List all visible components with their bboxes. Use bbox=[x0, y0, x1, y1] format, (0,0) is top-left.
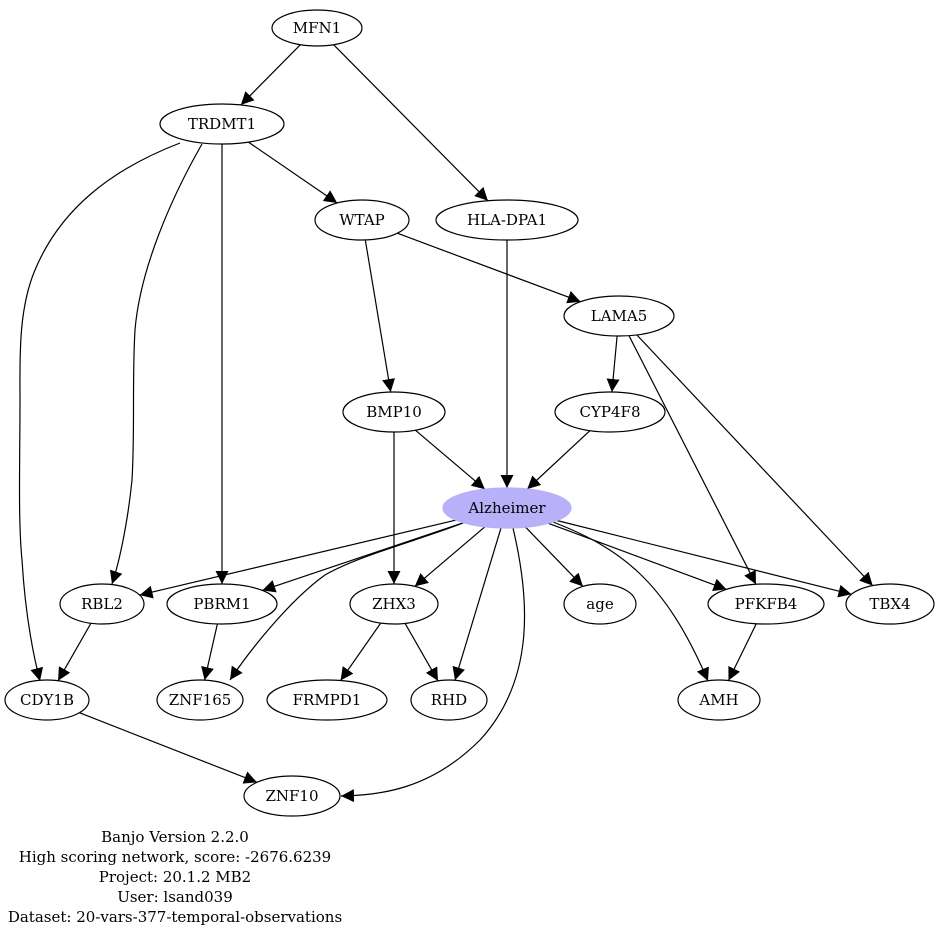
node-alzheimer: Alzheimer bbox=[442, 487, 572, 529]
node-ellipse bbox=[166, 583, 278, 625]
edge-alzheimer-to-amh bbox=[552, 521, 709, 682]
node-tbx4: TBX4 bbox=[845, 583, 935, 625]
node-label: age bbox=[586, 595, 614, 613]
node-trdmt1: TRDMT1 bbox=[159, 103, 285, 145]
node-znf10: ZNF10 bbox=[243, 775, 341, 817]
node-label: CYP4F8 bbox=[580, 403, 641, 421]
edge-alzheimer-to-age bbox=[525, 526, 584, 587]
node-ellipse bbox=[677, 679, 761, 721]
node-label: HLA-DPA1 bbox=[467, 211, 547, 229]
edge-zhx3-to-frmpd1 bbox=[340, 622, 382, 681]
edge-alzheimer-to-znf10 bbox=[340, 527, 526, 803]
caption-line: Banjo Version 2.2.0 bbox=[101, 828, 249, 846]
edge-lama5-to-tbx4 bbox=[636, 334, 874, 587]
edge-alzheimer-to-pbrm1 bbox=[262, 522, 464, 593]
edge-cyp4f8-to-alzheimer bbox=[526, 430, 591, 490]
edge-alzheimer-to-rbl2 bbox=[139, 519, 457, 599]
node-label: BMP10 bbox=[366, 403, 422, 421]
node-label: PBRM1 bbox=[193, 595, 250, 613]
node-ellipse bbox=[342, 391, 446, 433]
node-ellipse bbox=[554, 391, 666, 433]
edge-pfkfb4-to-amh bbox=[727, 623, 757, 681]
node-pfkfb4: PFKFB4 bbox=[707, 583, 825, 625]
node-rbl2: RBL2 bbox=[59, 583, 145, 625]
node-label: LAMA5 bbox=[591, 307, 648, 325]
node-label: WTAP bbox=[339, 211, 385, 229]
node-ellipse bbox=[59, 583, 145, 625]
node-label: MFN1 bbox=[293, 19, 341, 37]
caption: Banjo Version 2.2.0 High scoring network… bbox=[8, 828, 342, 926]
node-ellipse bbox=[435, 199, 579, 241]
node-age: age bbox=[563, 583, 637, 625]
node-hla-dpa1: HLA-DPA1 bbox=[435, 199, 579, 241]
node-label: RBL2 bbox=[81, 595, 123, 613]
edge-alzheimer-to-pfkfb4 bbox=[548, 522, 727, 591]
node-ellipse bbox=[266, 679, 388, 721]
node-label: CDY1B bbox=[20, 691, 74, 709]
edge-zhx3-to-rhd bbox=[404, 623, 439, 682]
node-ellipse bbox=[271, 9, 363, 47]
node-ellipse bbox=[410, 679, 488, 721]
node-pbrm1: PBRM1 bbox=[166, 583, 278, 625]
edge-wtap-to-bmp10 bbox=[364, 239, 395, 393]
node-cdy1b: CDY1B bbox=[4, 679, 90, 721]
node-ellipse bbox=[159, 103, 285, 145]
edge-trdmt1-to-cdy1b bbox=[18, 142, 181, 682]
node-lama5: LAMA5 bbox=[563, 295, 675, 337]
node-ellipse bbox=[243, 775, 341, 817]
node-amh: AMH bbox=[677, 679, 761, 721]
edge-cdy1b-to-znf10 bbox=[79, 712, 258, 784]
node-ellipse bbox=[563, 295, 675, 337]
edge-pbrm1-to-znf165 bbox=[201, 623, 218, 681]
caption-line: Dataset: 20-vars-377-temporal-observatio… bbox=[8, 908, 342, 926]
node-label: RHD bbox=[431, 691, 467, 709]
edge-trdmt1-to-rbl2 bbox=[109, 143, 203, 585]
node-mfn1: MFN1 bbox=[271, 9, 363, 47]
node-ellipse bbox=[4, 679, 90, 721]
node-label: ZNF165 bbox=[169, 691, 232, 709]
node-zhx3: ZHX3 bbox=[349, 583, 439, 625]
edge-alzheimer-to-tbx4 bbox=[556, 519, 852, 598]
node-wtap: WTAP bbox=[314, 199, 410, 241]
caption-line: High scoring network, score: -2676.6239 bbox=[19, 848, 331, 866]
edge-mfn1-to-trdmt1 bbox=[240, 44, 301, 106]
node-label: TBX4 bbox=[869, 595, 910, 613]
edge-wtap-to-lama5 bbox=[397, 232, 581, 304]
node-rhd: RHD bbox=[410, 679, 488, 721]
node-frmpd1: FRMPD1 bbox=[266, 679, 388, 721]
node-ellipse bbox=[845, 583, 935, 625]
edge-alzheimer-to-rhd bbox=[452, 527, 502, 681]
node-label: FRMPD1 bbox=[293, 691, 362, 709]
node-label: AMH bbox=[698, 691, 738, 709]
edge-lama5-to-pfkfb4 bbox=[628, 335, 757, 585]
node-ellipse bbox=[156, 679, 244, 721]
edge-mfn1-to-hla-dpa1 bbox=[333, 44, 489, 202]
node-label: PFKFB4 bbox=[735, 595, 798, 613]
edge-trdmt1-to-wtap bbox=[248, 141, 338, 204]
node-znf165: ZNF165 bbox=[156, 679, 244, 721]
node-label: TRDMT1 bbox=[188, 115, 256, 133]
edge-bmp10-to-alzheimer bbox=[415, 429, 486, 490]
node-label: ZHX3 bbox=[372, 595, 416, 613]
node-cyp4f8: CYP4F8 bbox=[554, 391, 666, 433]
node-ellipse bbox=[442, 487, 572, 529]
node-ellipse bbox=[563, 583, 637, 625]
caption-line: User: lsand039 bbox=[117, 888, 233, 906]
node-ellipse bbox=[349, 583, 439, 625]
node-ellipse bbox=[314, 199, 410, 241]
edge-alzheimer-to-zhx3 bbox=[414, 526, 486, 587]
node-ellipse bbox=[707, 583, 825, 625]
node-bmp10: BMP10 bbox=[342, 391, 446, 433]
edge-rbl2-to-cdy1b bbox=[57, 623, 92, 681]
node-label: Alzheimer bbox=[467, 499, 546, 517]
edge-lama5-to-cyp4f8 bbox=[606, 335, 620, 393]
node-label: ZNF10 bbox=[265, 787, 318, 805]
caption-line: Project: 20.1.2 MB2 bbox=[99, 868, 251, 886]
edges-layer bbox=[18, 44, 874, 803]
edge-alzheimer-to-znf165 bbox=[229, 522, 464, 681]
